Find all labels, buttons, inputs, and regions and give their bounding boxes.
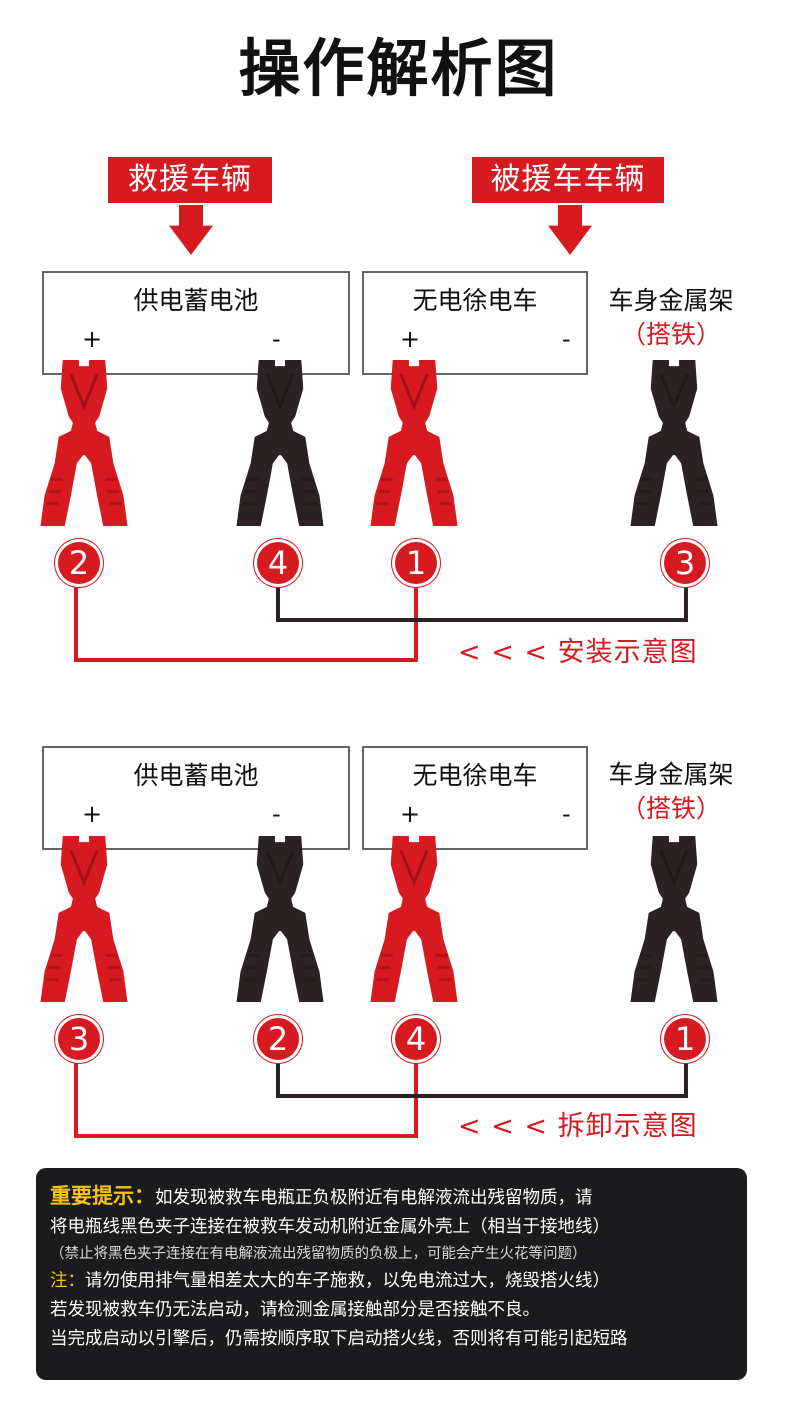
black-clamp-icon [630, 358, 718, 530]
removal-caption: < < < 拆卸示意图 [458, 1111, 698, 1142]
step-badge: 3 [664, 542, 706, 584]
black-clamp-icon [236, 358, 324, 530]
connection-wires [74, 580, 688, 662]
negative-sign: - [562, 325, 571, 353]
notice-line: 注：请勿使用排气量相差太大的车子施救，以免电流过大，烧毁搭火线） [50, 1267, 733, 1296]
down-arrow-icon [169, 205, 213, 255]
red-clamp-icon [40, 358, 128, 530]
important-notice-panel: 重要提示：如发现被救车电瓶正负极附近有电解液流出残留物质，请 将电瓶线黑色夹子连… [36, 1168, 747, 1380]
dead-car-box: 无电徐电车 + - [362, 271, 588, 375]
notice-line: 当完成启动以引擎后，仍需按顺序取下启动搭火线，否则将有可能引起短路 [50, 1329, 628, 1349]
negative-sign: - [562, 800, 571, 828]
car-frame-label: 车身金属架 （搭铁） [596, 284, 746, 352]
negative-sign: - [272, 325, 281, 353]
black-clamp-icon [630, 834, 718, 1006]
ground-text: （搭铁） [620, 320, 721, 349]
negative-sign: - [272, 800, 281, 828]
positive-sign: + [400, 325, 421, 353]
rescued-vehicle-tag: 被援车车辆 [472, 157, 664, 203]
connection-wires [74, 1056, 688, 1138]
car-frame-text: 车身金属架 [608, 286, 734, 315]
notice-line: （禁止将黑色夹子连接在有电解液流出残留物质的负极上，可能会产生火花等问题） [50, 1246, 587, 1262]
installation-caption: < < < 安装示意图 [458, 637, 698, 668]
supply-battery-box: 供电蓄电池 + - [42, 746, 350, 850]
supply-battery-box: 供电蓄电池 + - [42, 271, 350, 375]
car-frame-text: 车身金属架 [608, 760, 734, 789]
positive-sign: + [400, 800, 421, 828]
note-label: 注： [50, 1271, 85, 1291]
dead-car-label: 无电徐电车 [412, 761, 538, 790]
step-badge: 3 [58, 1018, 100, 1060]
page-title: 操作解析图 [238, 32, 559, 105]
rescue-vehicle-tag: 救援车辆 [108, 157, 272, 203]
red-clamp-icon [370, 834, 458, 1006]
red-clamp-icon [370, 358, 458, 530]
step-badge: 4 [395, 1018, 437, 1060]
positive-sign: + [82, 325, 103, 353]
step-badge: 4 [257, 542, 299, 584]
step-badge: 1 [395, 542, 437, 584]
down-arrow-icon [548, 205, 592, 255]
step-badge: 2 [58, 542, 100, 584]
notice-heading: 重要提示： [50, 1184, 155, 1208]
dead-car-label: 无电徐电车 [412, 286, 538, 315]
red-clamp-icon [40, 834, 128, 1006]
notice-line: 若发现被救车仍无法启动，请检测金属接触部分是否接触不良。 [50, 1300, 540, 1320]
step-badge: 2 [257, 1018, 299, 1060]
notice-text: 请勿使用排气量相差太大的车子施救，以免电流过大，烧毁搭火线） [85, 1271, 610, 1291]
step-badge: 1 [664, 1018, 706, 1060]
black-clamp-icon [236, 834, 324, 1006]
supply-battery-label: 供电蓄电池 [133, 761, 259, 790]
ground-text: （搭铁） [620, 794, 721, 823]
positive-sign: + [82, 800, 103, 828]
notice-line: 重要提示：如发现被救车电瓶正负极附近有电解液流出残留物质，请 [50, 1182, 733, 1213]
supply-battery-label: 供电蓄电池 [133, 286, 259, 315]
dead-car-box: 无电徐电车 + - [362, 746, 588, 850]
car-frame-label: 车身金属架 （搭铁） [596, 758, 746, 826]
notice-text: 如发现被救车电瓶正负极附近有电解液流出残留物质，请 [155, 1188, 593, 1208]
notice-line: 将电瓶线黑色夹子连接在被救车发动机附近金属外壳上（相当于接地线） [50, 1217, 610, 1237]
